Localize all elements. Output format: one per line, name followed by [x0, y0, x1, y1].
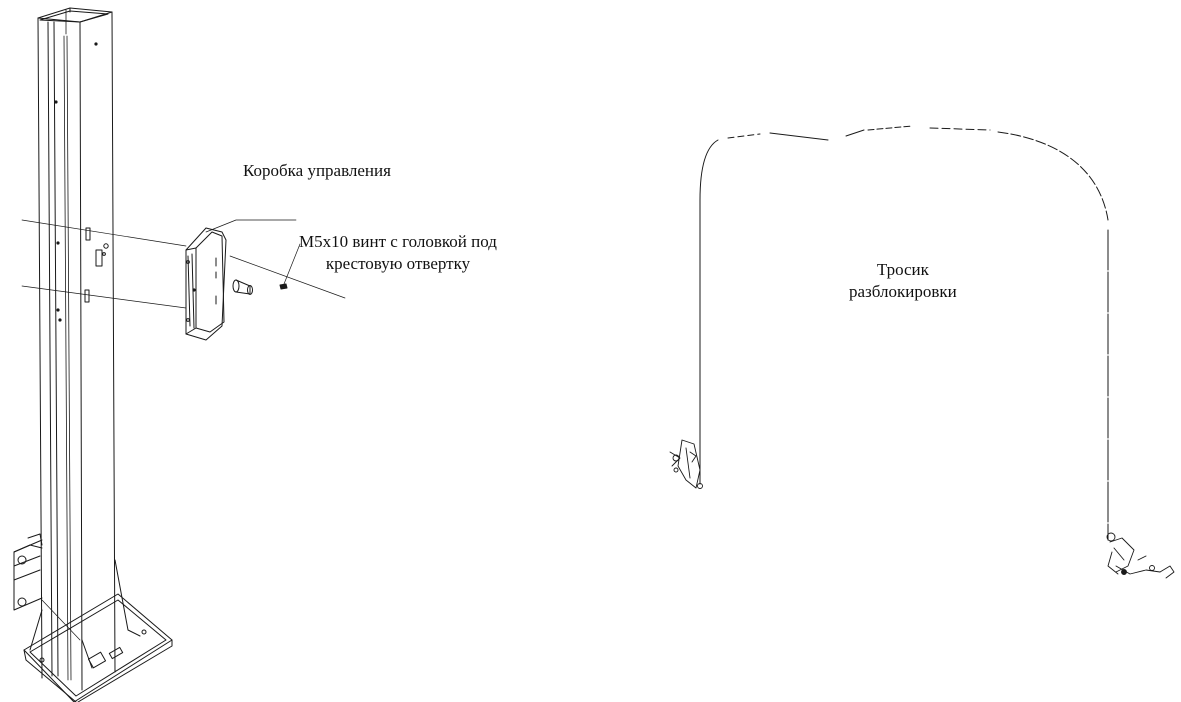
release-cable-label: Тросик разблокировки	[849, 259, 957, 303]
lift-column	[14, 8, 172, 702]
screw-label: M5x10 винт с головкой под крестовую отве…	[299, 231, 497, 275]
control-box	[186, 228, 287, 340]
release-cable	[700, 126, 1108, 540]
cable-end-left	[670, 440, 703, 489]
control-box-label: Коробка управления	[243, 161, 391, 180]
leader-lines	[206, 220, 300, 284]
release-cable-label-line1: Тросик	[876, 260, 929, 279]
release-cable-label-line2: разблокировки	[849, 282, 957, 301]
screw-label-line1: M5x10 винт с головкой под	[299, 232, 497, 251]
alignment-lines	[22, 220, 345, 308]
screw-label-line2: крестовую отвертку	[325, 254, 471, 273]
cable-end-right	[1107, 533, 1174, 578]
